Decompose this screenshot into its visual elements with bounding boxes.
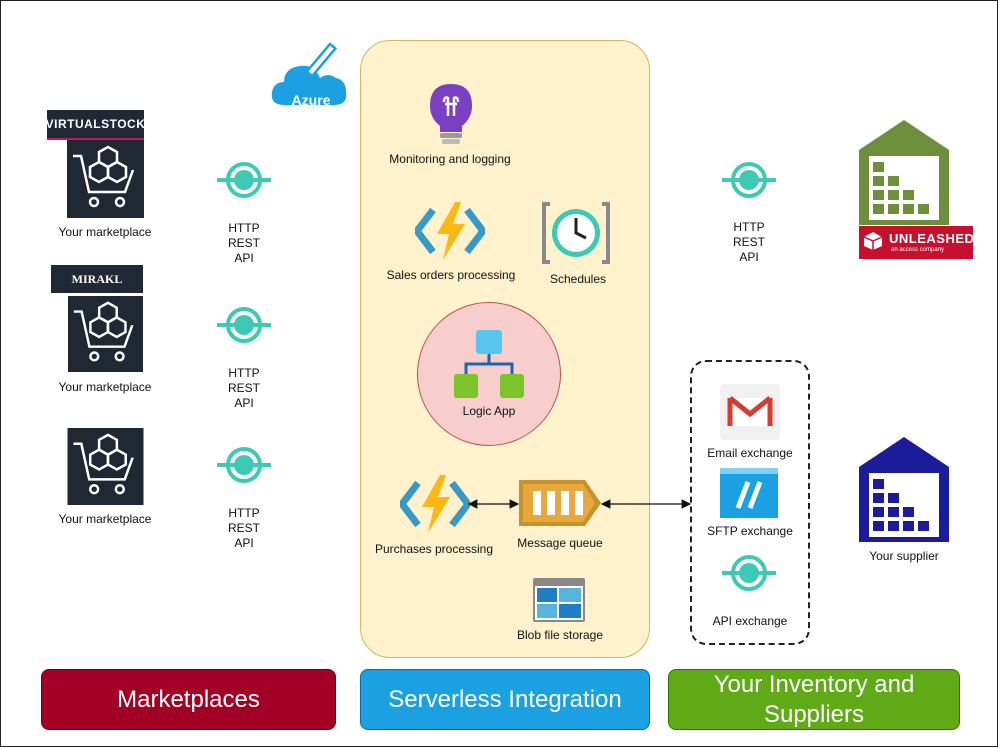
virtualstock-logo: VIRTUALSTOCK [45,110,146,140]
marketplace-cart-icon [67,428,144,505]
blob-storage-icon [533,578,585,622]
serverless-container [360,40,650,658]
api-icon [209,305,279,345]
logic-app-icon [454,328,524,400]
exchanges-container [690,360,810,645]
serverless-banner-text: Serverless Integration [388,685,622,713]
api-icon [209,445,279,485]
warehouse-icon [859,437,949,542]
api-label-line: HTTP [228,221,260,235]
monitoring-label: Monitoring and logging [389,152,511,166]
email-exchange-label: Email exchange [707,446,793,460]
azure-function-icon [412,200,488,262]
mirakl-logo: MIRAKL [51,265,143,293]
api-icon [714,553,784,593]
api-label-line: HTTP [733,220,765,234]
api-label-line: API [234,396,254,410]
marketplace-cart-icon [67,296,144,372]
unleashed-logo-subtext: an access company [891,247,945,253]
api-icon [209,160,279,200]
api-label-line: REST [732,235,765,249]
logic-app-label: Logic App [462,404,516,418]
api-label: HTTP REST API [214,366,274,411]
warehouse-icon [859,120,949,225]
api-label-line: HTTP [228,506,260,520]
inventory-banner-text: Your Inventory and Suppliers [713,670,915,728]
api-label-line: API [234,251,254,265]
mirakl-logo-text: MIRAKL [71,271,123,286]
logic-app-circle [417,302,561,446]
api-label-line: API [234,536,254,550]
unleashed-logo: UNLEASHED an access company [859,226,975,259]
message-queue-icon [519,480,601,526]
api-label: HTTP REST API [214,506,274,551]
api-label-line: REST [227,236,260,250]
message-queue-label: Message queue [517,536,603,550]
inventory-banner: Your Inventory and Suppliers [668,669,960,730]
supplier-label: Your supplier [869,549,939,563]
marketplaces-banner-text: Marketplaces [117,685,260,713]
marketplace-label: Your marketplace [58,225,152,239]
schedule-clock-icon [540,200,612,266]
purchases-label: Purchases processing [374,542,494,556]
lightbulb-icon [428,82,474,147]
serverless-banner: Serverless Integration [360,669,650,730]
unleashed-cube-icon [863,232,883,250]
api-label-line: API [739,250,759,264]
api-label-line: REST [227,521,260,535]
api-label-line: REST [227,381,260,395]
virtualstock-logo-text: VIRTUALSTOCK [45,117,146,131]
azure-cloud-icon [270,40,360,115]
sales-orders-label: Sales orders processing [386,268,516,282]
api-label-line: HTTP [228,366,260,380]
sftp-icon [720,468,778,518]
api-icon [714,160,784,200]
blob-storage-label: Blob file storage [516,628,604,642]
marketplace-cart-icon [67,140,144,218]
schedules-label: Schedules [549,272,607,286]
gmail-icon [720,384,780,440]
api-exchange-label: API exchange [712,614,788,628]
marketplace-label: Your marketplace [58,512,152,526]
azure-badge-label: Azure [291,92,331,108]
sftp-exchange-label: SFTP exchange [707,524,793,538]
marketplace-label: Your marketplace [58,380,152,394]
marketplaces-banner: Marketplaces [41,669,336,730]
api-label: HTTP REST API [719,220,779,265]
unleashed-logo-text: UNLEASHED [889,231,975,246]
api-label: HTTP REST API [214,221,274,266]
